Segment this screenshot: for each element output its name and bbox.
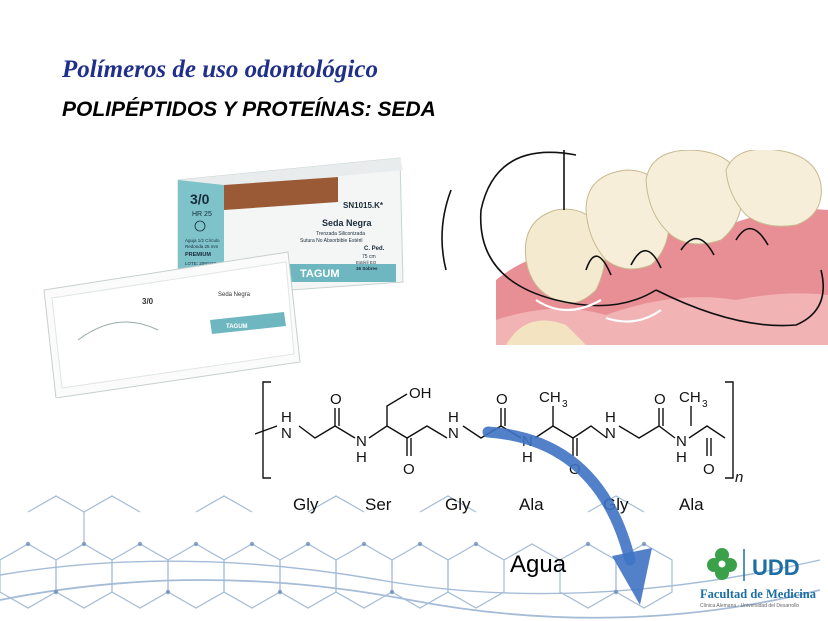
atom-o-2: O: [403, 461, 415, 478]
atom-h-6: H: [676, 449, 687, 466]
repeat-subscript: n: [735, 469, 743, 486]
box-code: SN1015.K*: [343, 201, 384, 210]
slide-title: Polímeros de uso odontológico: [62, 56, 378, 83]
atom-h-5: H: [605, 409, 616, 426]
atom-n-5: N: [605, 425, 616, 442]
box-needle-desc-1: Aguja 1/2 Círculo: [185, 238, 220, 243]
atom-h-3: H: [448, 409, 459, 426]
logo-mark: UDD: [707, 548, 800, 581]
clover-icon: [707, 548, 737, 580]
box-premium: PREMIUM: [185, 252, 211, 258]
box-description-3: C. Ped.: [364, 246, 385, 252]
atom-h-4: H: [522, 449, 533, 466]
box-length: 75 cm: [362, 254, 376, 260]
envelope-product: Seda Negra: [218, 292, 251, 298]
residue-label: Gly: [293, 495, 319, 514]
ch3-sub-1: 3: [562, 399, 568, 410]
atom-h-2: H: [356, 449, 367, 466]
polypeptide-structure: H N O N H OH O H N O N H CH 3 O H N O N …: [255, 381, 743, 514]
atom-n-1: N: [281, 425, 292, 442]
box-product: Seda Negra: [322, 218, 373, 228]
atom-o-1: O: [330, 391, 342, 408]
udd-logo: UDD Facultad de Medicina Clínica Alemana…: [700, 543, 824, 615]
atom-o-4: O: [569, 461, 581, 478]
atom-n-2: N: [356, 433, 367, 450]
slide-subtitle: POLIPÉPTIDOS Y PROTEÍNAS: SEDA: [62, 98, 436, 121]
water-label: Agua: [510, 551, 567, 578]
group-ch3-1: CH: [539, 389, 561, 406]
atom-o-5: O: [654, 391, 666, 408]
box-brand: TAGUM: [300, 268, 340, 280]
box-count: 36 Sobres: [356, 266, 378, 271]
residue-label: Ala: [519, 495, 544, 514]
group-oh: OH: [409, 385, 432, 402]
atom-h-1: H: [281, 409, 292, 426]
box-needle: HR 25: [192, 211, 212, 218]
suture-package-image: TAGUM 3/0 HR 25 Aguja 1/2 Círculo Redond…: [43, 157, 404, 398]
atom-n-6: N: [676, 433, 687, 450]
group-ch3-2: CH: [679, 389, 701, 406]
residue-label: Ser: [365, 495, 392, 514]
dental-suture-illustration: [441, 150, 828, 345]
envelope-brand: TAGUM: [226, 324, 248, 330]
logo-acronym: UDD: [752, 555, 800, 580]
envelope-gauge: 3/0: [142, 297, 154, 306]
atom-o-3: O: [496, 391, 508, 408]
atom-n-4: N: [522, 433, 533, 450]
atom-n-3: N: [448, 425, 459, 442]
box-gauge: 3/0: [190, 191, 210, 207]
logo-faculty: Facultad de Medicina: [700, 587, 816, 601]
box-lot: LOTE: 2091150: [185, 261, 217, 266]
atom-o-6: O: [703, 461, 715, 478]
ch3-sub-2: 3: [702, 399, 708, 410]
box-needle-desc-2: Redonda 25 mm: [185, 244, 219, 249]
residue-label: Gly: [603, 495, 629, 514]
residue-label: Ala: [679, 495, 704, 514]
box-description-1: Trenzada Siliconizada: [316, 231, 365, 237]
residue-label: Gly: [445, 495, 471, 514]
logo-institution: Clínica Alemana - Universidad del Desarr…: [700, 603, 800, 609]
box-sterility: Estéril EO: [356, 260, 377, 265]
box-description-2: Sutura No Absorbible Estéril: [300, 238, 363, 244]
